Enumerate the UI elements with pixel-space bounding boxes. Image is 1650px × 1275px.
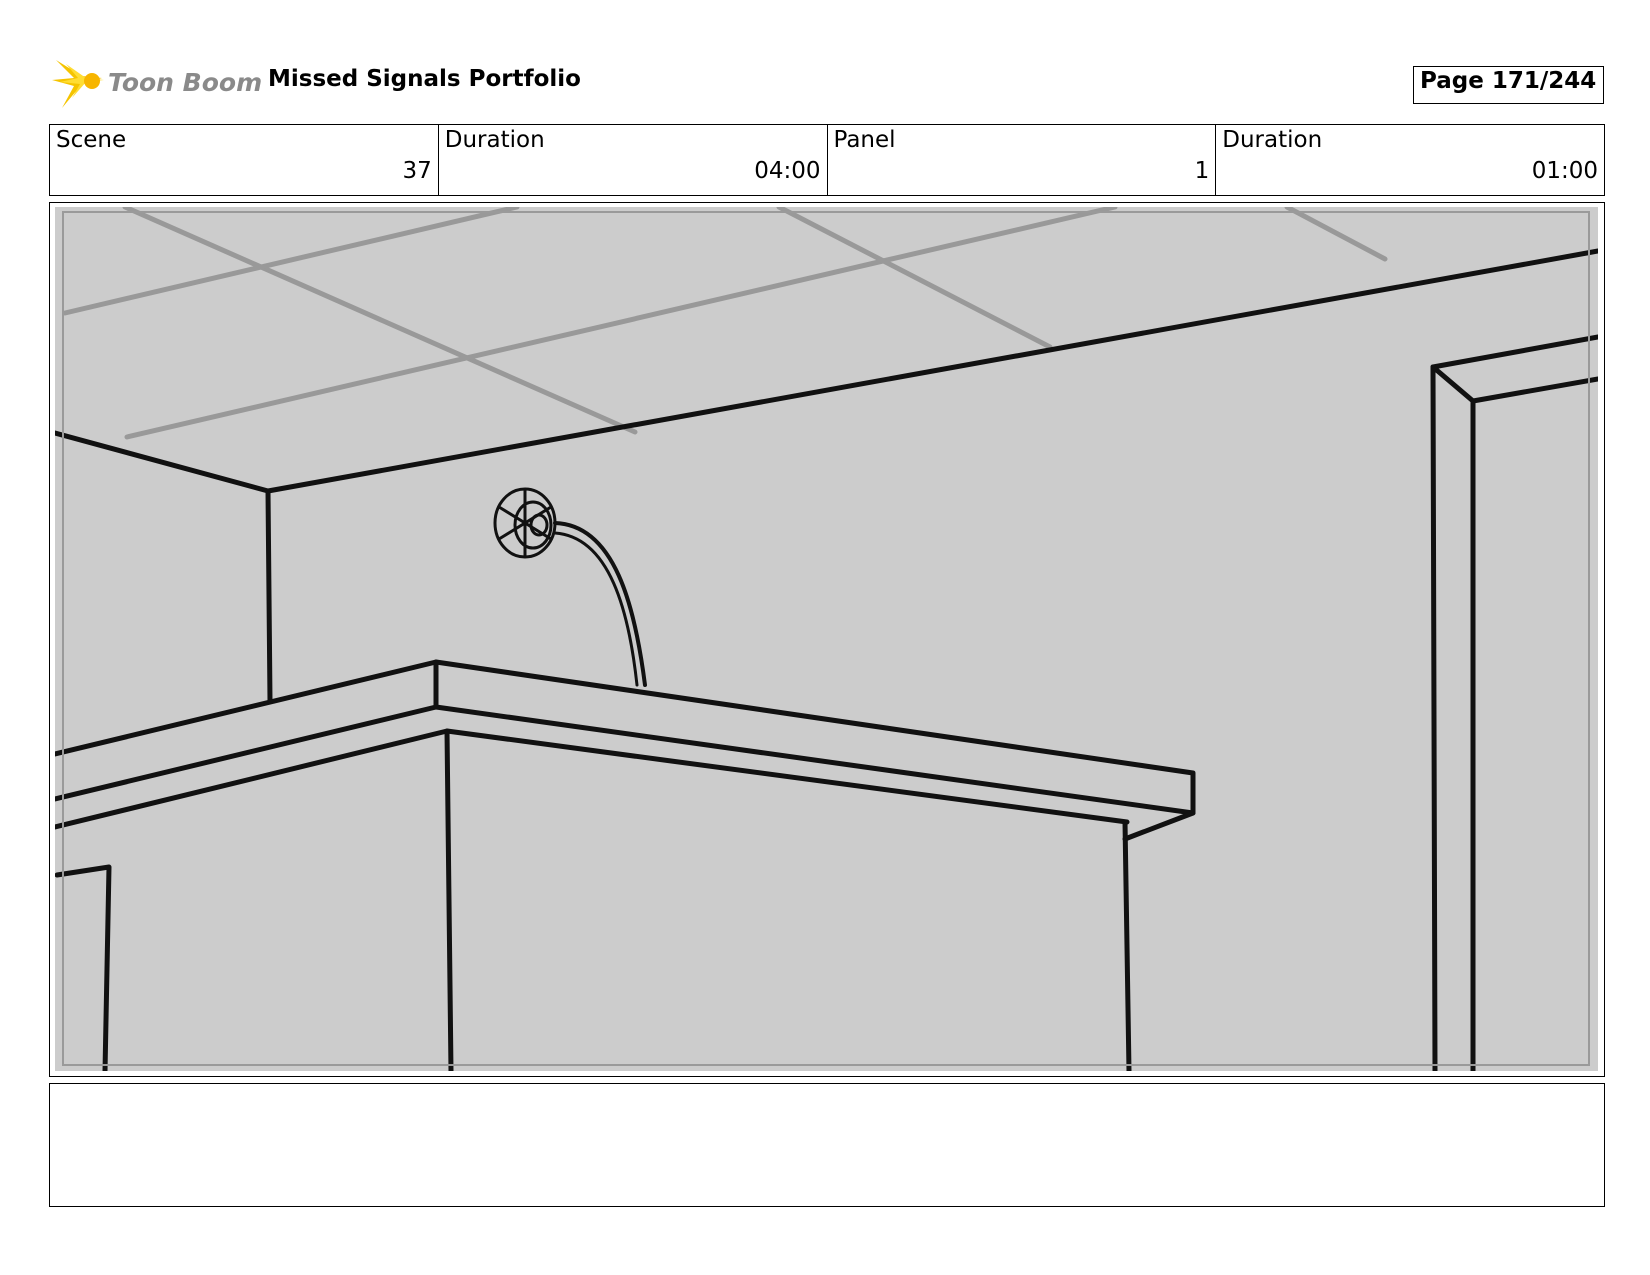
panel-duration-value: 01:00 bbox=[1531, 158, 1598, 184]
storyboard-sketch bbox=[55, 207, 1598, 1071]
sketch-drawing bbox=[55, 207, 1598, 1071]
panel-duration-label: Duration bbox=[1222, 127, 1323, 153]
scene-duration-label: Duration bbox=[444, 127, 545, 153]
scene-value: 37 bbox=[402, 158, 432, 184]
panel-cell: Panel 1 bbox=[828, 125, 1217, 195]
scene-info-table: Scene 37 Duration 04:00 Panel 1 Duration… bbox=[49, 124, 1605, 196]
scene-label: Scene bbox=[56, 127, 127, 153]
toon-boom-logo: Toon Boom bbox=[52, 58, 262, 110]
logo-text: Toon Boom bbox=[108, 68, 263, 97]
page-indicator: Page 171/244 bbox=[1413, 66, 1604, 104]
scene-cell: Scene 37 bbox=[50, 125, 439, 195]
page-label: Page 171/244 bbox=[1420, 68, 1597, 94]
scene-duration-cell: Duration 04:00 bbox=[439, 125, 828, 195]
smoke-detector-icon bbox=[493, 487, 557, 559]
panel-duration-cell: Duration 01:00 bbox=[1216, 125, 1604, 195]
panel-value: 1 bbox=[1194, 158, 1210, 184]
scene-duration-value: 04:00 bbox=[754, 158, 821, 184]
storyboard-panel-frame bbox=[49, 202, 1605, 1077]
starburst-icon bbox=[52, 60, 104, 108]
panel-notes-box[interactable] bbox=[49, 1083, 1605, 1207]
project-title: Missed Signals Portfolio bbox=[268, 66, 581, 92]
panel-label: Panel bbox=[833, 127, 896, 153]
